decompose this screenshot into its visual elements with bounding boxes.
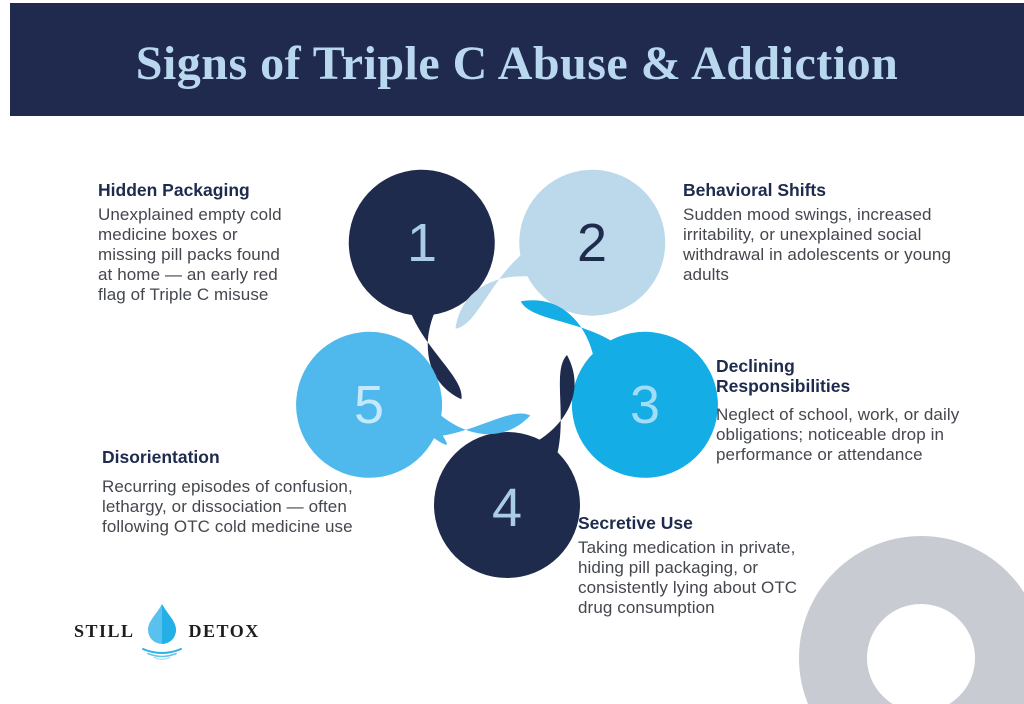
section-heading: Hidden Packaging [98,180,250,200]
petal-tail-5 [408,347,531,445]
section-body: Recurring episodes of confusion, letharg… [102,477,353,537]
logo-word-detox: DETOX [188,620,260,641]
petal-tail-3 [520,300,613,428]
section-secretive-use: Secretive Use Taking medication in priva… [578,513,802,618]
section-heading: Declining Responsibilities [716,356,851,397]
donut-shape [799,536,1024,704]
petal-number-4: 4 [492,478,522,538]
section-heading: Behavioral Shifts [683,180,826,200]
petal-number-5: 5 [354,375,384,435]
petal-circle-2 [519,169,666,316]
petal-circle-5 [296,331,443,478]
water-drop-icon [141,604,182,660]
section-behavioral-shifts: Behavioral Shifts Sudden mood swings, in… [683,180,975,285]
petal-tail-1 [410,264,490,400]
page-title: Signs of Triple C Abuse & Addiction [135,36,899,90]
petal-circle-3 [571,331,718,478]
logo-word-still: STILL [74,620,135,641]
ripple-icon [141,648,182,654]
petal-number-2: 2 [577,213,607,273]
petal-number-3: 3 [630,375,660,435]
petal-tail-2 [455,253,593,329]
section-heading: Disorientation [102,447,220,467]
ripple-icon [152,656,171,660]
petal-tail-4 [465,355,575,456]
ripple-icon [146,652,177,658]
section-heading: Secretive Use [578,513,693,533]
section-body: Sudden mood swings, increased irritabili… [683,205,951,285]
section-body: Unexplained empty cold medicine boxes or… [98,205,282,305]
section-hidden-packaging: Hidden Packaging Unexplained empty cold … [98,180,298,305]
section-body: Taking medication in private, hiding pil… [578,538,798,618]
section-declining-responsibilities: Declining Responsibilities Neglect of sc… [716,356,1012,465]
petal-number-1: 1 [407,213,437,273]
petal-circle-4 [434,432,580,578]
header-band: Signs of Triple C Abuse & Addiction [10,3,1024,116]
still-detox-logo: STILL DETOX [74,602,260,660]
section-disorientation: Disorientation Recurring episodes of con… [102,447,366,537]
section-body: Neglect of school, work, or daily obliga… [716,405,960,465]
